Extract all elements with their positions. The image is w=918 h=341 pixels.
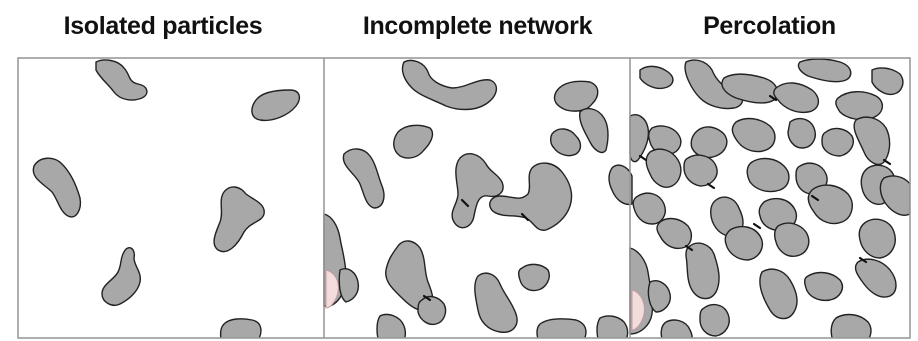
particle — [747, 159, 789, 192]
particle — [691, 127, 727, 158]
particle — [640, 66, 673, 88]
particle — [452, 154, 503, 228]
particle — [475, 273, 517, 332]
particle — [630, 115, 648, 162]
particle — [788, 119, 815, 148]
contact-point — [754, 224, 760, 228]
particle — [760, 269, 797, 318]
particle — [377, 314, 405, 341]
particle — [648, 281, 670, 312]
particle — [551, 129, 581, 156]
contact-point — [708, 184, 714, 188]
particle — [836, 92, 883, 120]
particle — [775, 223, 809, 256]
particle — [872, 68, 903, 94]
particle — [686, 243, 719, 298]
particle — [859, 219, 895, 258]
particle — [214, 187, 264, 252]
particle — [490, 163, 572, 230]
particle — [339, 269, 358, 302]
particle — [609, 165, 632, 204]
particle — [343, 149, 384, 208]
particle — [822, 129, 853, 156]
panel-incomplete-network — [324, 60, 632, 341]
particle — [774, 83, 819, 112]
particle — [725, 227, 762, 260]
particle — [646, 149, 681, 187]
particle — [700, 305, 729, 336]
particle — [402, 60, 496, 109]
particle — [394, 125, 433, 158]
particle — [732, 119, 775, 152]
contact-point — [884, 160, 890, 164]
particle — [856, 259, 896, 297]
panel-isolated-particles — [33, 60, 299, 341]
particle — [808, 185, 852, 223]
particle — [96, 60, 147, 100]
particle — [33, 158, 80, 217]
particle — [633, 193, 665, 224]
particle — [880, 176, 910, 215]
particle — [519, 264, 550, 290]
particle — [805, 273, 843, 301]
particle — [684, 155, 717, 186]
particle — [831, 315, 871, 341]
particle — [580, 109, 608, 153]
panel-percolation — [630, 59, 910, 341]
particle — [798, 59, 850, 82]
particle — [554, 81, 597, 111]
particle — [102, 248, 140, 306]
particle — [418, 297, 446, 325]
particle — [657, 219, 691, 249]
contact-point — [640, 156, 646, 160]
particle — [252, 90, 299, 120]
particle — [854, 117, 889, 164]
